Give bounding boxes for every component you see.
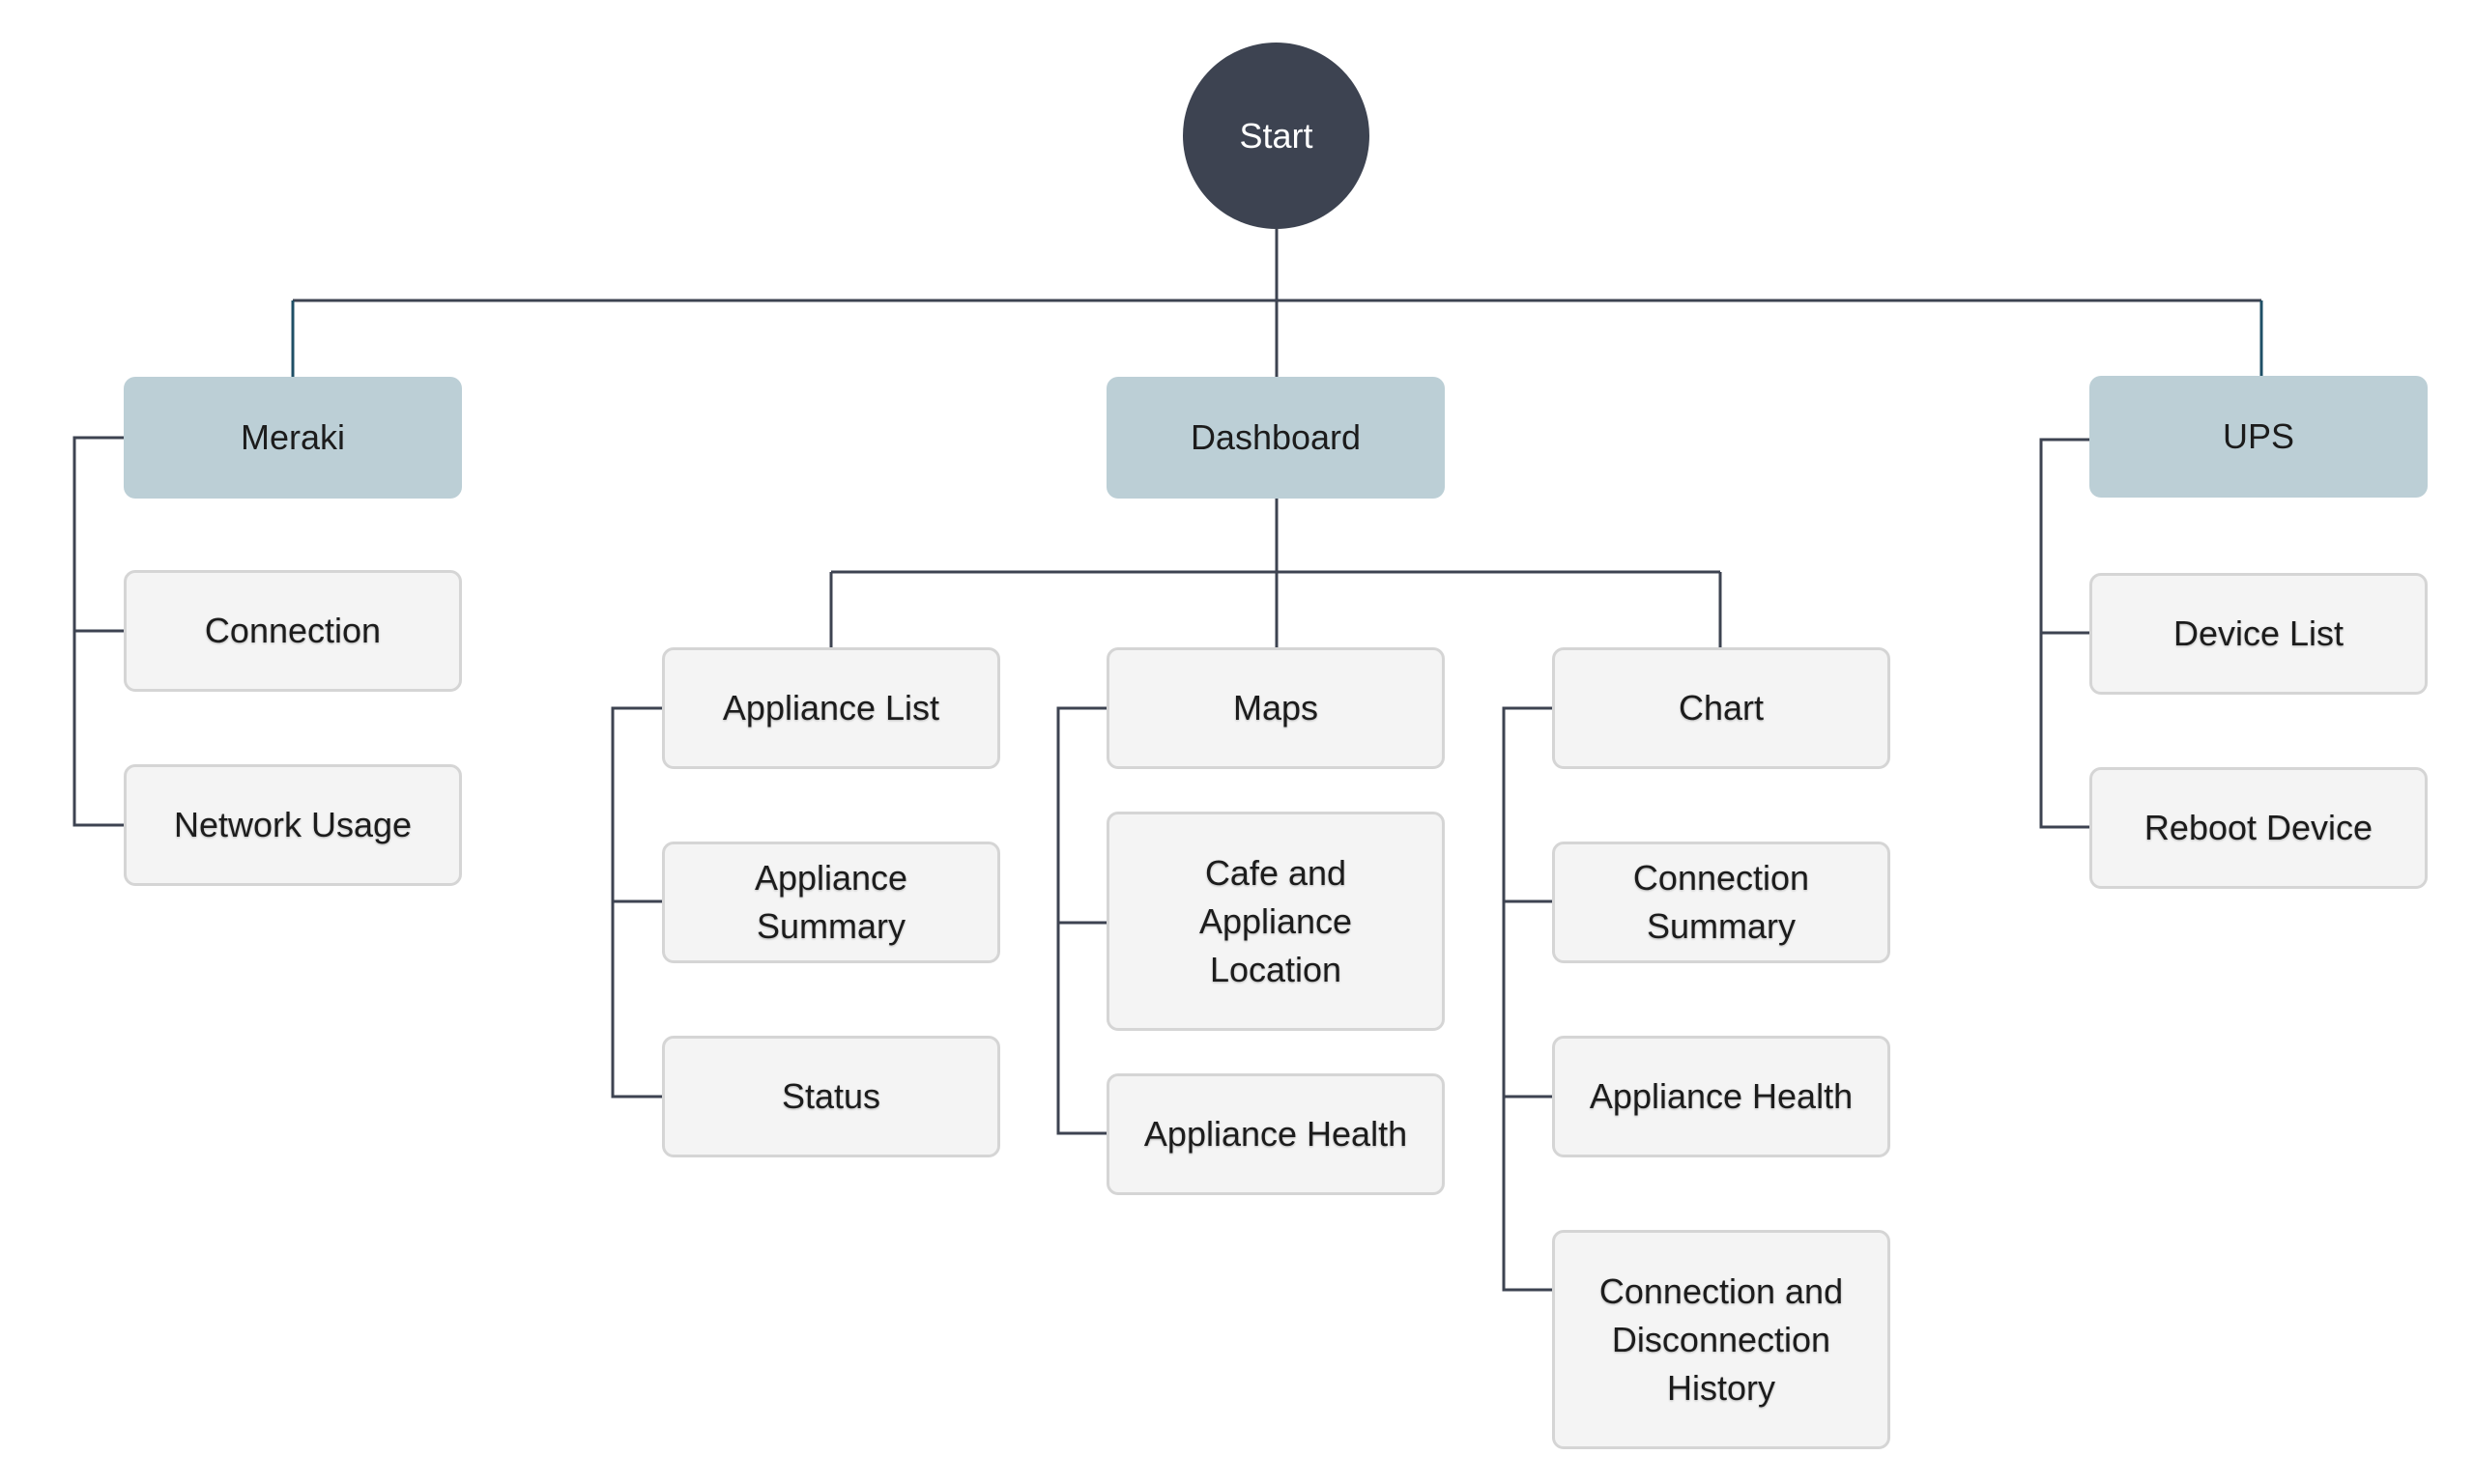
node-label: Appliance List xyxy=(722,688,940,728)
node-label: Appliance Health xyxy=(1143,1114,1408,1154)
node-cafe-appliance-location[interactable]: Cafe and Appliance Location xyxy=(1107,812,1445,1031)
node-device-list[interactable]: Device List xyxy=(2089,573,2428,695)
node-label: Chart xyxy=(1678,688,1765,728)
node-label: Cafe and Appliance Location xyxy=(1198,852,1353,989)
node-label: Maps xyxy=(1232,688,1319,728)
node-ups[interactable]: UPS xyxy=(2089,376,2428,498)
node-label: Network Usage xyxy=(173,805,413,844)
node-label: Appliance Summary xyxy=(754,858,908,946)
node-meraki[interactable]: Meraki xyxy=(124,377,462,499)
node-connection[interactable]: Connection xyxy=(124,570,462,692)
node-label: Device List xyxy=(2172,614,2345,653)
node-maps[interactable]: Maps xyxy=(1107,647,1445,769)
node-reboot-device[interactable]: Reboot Device xyxy=(2089,767,2428,889)
start-node[interactable]: Start xyxy=(1183,43,1369,229)
node-appliance-list[interactable]: Appliance List xyxy=(662,647,1000,769)
node-connection-summary[interactable]: Connection Summary xyxy=(1552,842,1890,963)
node-label: Meraki xyxy=(240,417,346,457)
node-label: Connection Summary xyxy=(1632,858,1810,946)
node-label: Connection xyxy=(204,611,382,650)
node-appliance-summary[interactable]: Appliance Summary xyxy=(662,842,1000,963)
connector-chart-spine xyxy=(1502,706,1552,1292)
node-dashboard[interactable]: Dashboard xyxy=(1107,377,1445,499)
node-maps-appliance-health[interactable]: Appliance Health xyxy=(1107,1073,1445,1195)
node-label: Connection and Disconnection History xyxy=(1598,1270,1844,1408)
node-status[interactable]: Status xyxy=(662,1036,1000,1157)
connector-maps-spine xyxy=(1056,706,1107,1135)
node-chart[interactable]: Chart xyxy=(1552,647,1890,769)
node-connection-disconnection-history[interactable]: Connection and Disconnection History xyxy=(1552,1230,1890,1449)
node-label: Reboot Device xyxy=(2143,808,2373,847)
node-network-usage[interactable]: Network Usage xyxy=(124,764,462,886)
node-label: Status xyxy=(781,1076,881,1116)
node-label: Appliance Health xyxy=(1589,1076,1854,1116)
start-label: Start xyxy=(1239,115,1313,156)
node-chart-appliance-health[interactable]: Appliance Health xyxy=(1552,1036,1890,1157)
node-label: Dashboard xyxy=(1190,417,1362,457)
node-label: UPS xyxy=(2222,416,2295,456)
